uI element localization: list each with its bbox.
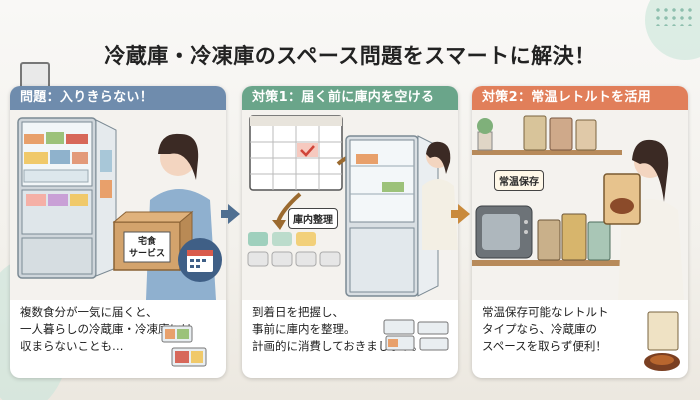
panel-heading: 問題：入りきらない！ bbox=[10, 86, 226, 110]
panel-heading: 対策2：常温レトルトを活用 bbox=[472, 86, 688, 110]
caption-line: 一人暮らしの冷蔵庫・冷凍庫には bbox=[20, 322, 193, 336]
tag-label: 常温保存 bbox=[494, 170, 544, 191]
caption-line: 常温保存可能なレトルト bbox=[482, 305, 609, 319]
panel-problem: 問題：入りきらない！ bbox=[10, 86, 226, 378]
panel-heading: 対策1：届く前に庫内を空ける bbox=[242, 86, 458, 110]
food-container-icon bbox=[383, 319, 449, 351]
arrow-right-icon bbox=[221, 210, 229, 218]
caption-line: 計画的に消費しておきましょう。 bbox=[252, 339, 424, 353]
caption-line: 複数食分が一気に届くと、 bbox=[20, 305, 158, 319]
panel-illustration: 庫内整理 bbox=[242, 110, 458, 300]
decorative-dots bbox=[654, 6, 694, 26]
arrow-right-icon bbox=[451, 210, 459, 218]
retort-pouch-icon bbox=[644, 311, 680, 371]
arrow-right-icon bbox=[458, 204, 470, 224]
panel-illustration: 常温保存 bbox=[472, 110, 688, 300]
box-label: 宅食 bbox=[138, 235, 157, 247]
overfull-fridge-illustration: 宅食 サービス bbox=[10, 110, 226, 300]
caption-line: タイプなら、冷蔵庫の bbox=[482, 322, 597, 336]
calendar-icon bbox=[178, 238, 222, 282]
panel-caption: 到着日を把握し、 事前に庫内を整理。 計画的に消費しておきましょう。 bbox=[252, 304, 448, 355]
panel-caption: 複数食分が一気に届くと、 一人暮らしの冷蔵庫・冷凍庫には 収まらないことも… bbox=[20, 304, 216, 355]
retort-pouch-icon bbox=[537, 213, 611, 261]
caption-line: 到着日を把握し、 bbox=[252, 305, 344, 319]
page-title: 冷蔵庫・冷凍庫のスペース問題をスマートに解決！ bbox=[104, 44, 596, 68]
caption-line: 収まらないことも… bbox=[20, 339, 124, 353]
calendar-icon bbox=[249, 115, 343, 191]
tag-label: 庫内整理 bbox=[288, 208, 338, 229]
retort-shelf-illustration bbox=[472, 110, 688, 300]
arrow-right-icon bbox=[228, 204, 240, 224]
panel-solution-2: 対策2：常温レトルトを活用 bbox=[472, 86, 688, 378]
box-label: サービス bbox=[129, 247, 165, 259]
panel-caption: 常温保存可能なレトルト タイプなら、冷蔵庫の スペースを取らず便利！ bbox=[482, 304, 678, 355]
organized-fridge-illustration bbox=[242, 110, 458, 300]
caption-line: スペースを取らず便利！ bbox=[482, 339, 607, 353]
food-container-icon bbox=[161, 325, 207, 367]
panel-solution-1: 対策1：届く前に庫内を空ける bbox=[242, 86, 458, 378]
panel-illustration: 宅食 サービス bbox=[10, 110, 226, 300]
caption-line: 事前に庫内を整理。 bbox=[252, 322, 356, 336]
